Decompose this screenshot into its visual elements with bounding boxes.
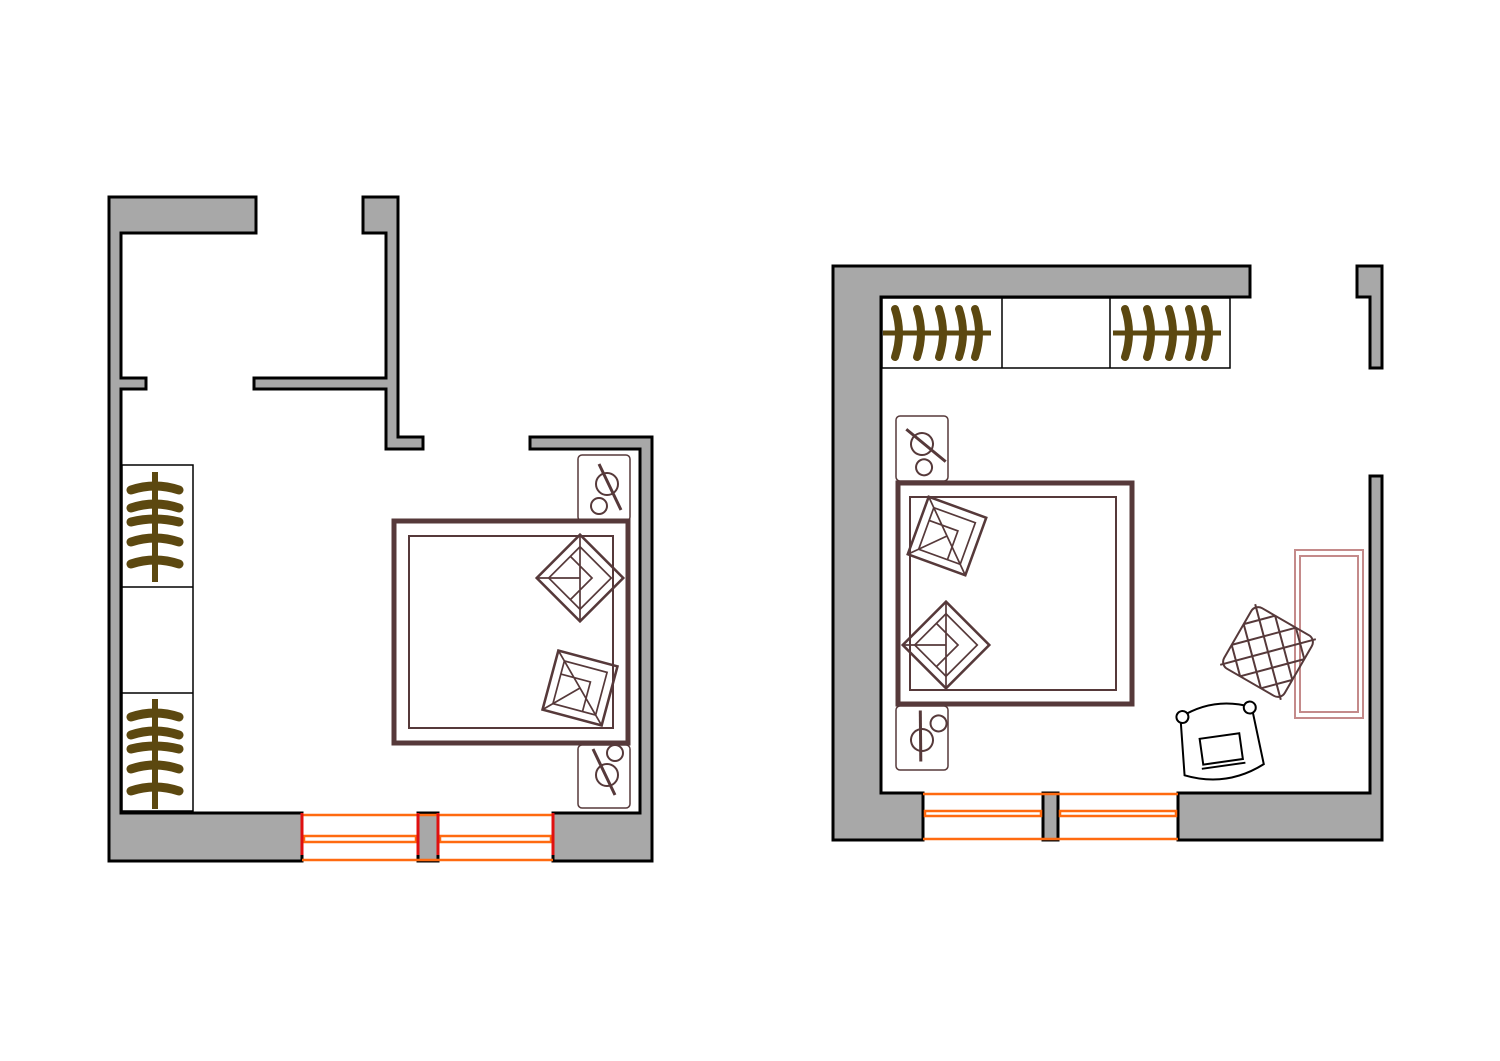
window-pillar — [416, 811, 440, 863]
wall-stub — [1355, 264, 1384, 370]
bed-b — [895, 480, 1135, 707]
wall-left-top — [831, 264, 1252, 842]
wall-right-bottom — [528, 435, 654, 863]
nightstand-a — [577, 454, 631, 809]
bed-a — [391, 518, 631, 746]
rug — [1294, 549, 1364, 719]
window-a — [300, 813, 555, 862]
partition-wall — [252, 195, 425, 451]
window-b — [923, 792, 1178, 841]
nightstand-b — [895, 415, 951, 771]
window-pillar — [1041, 791, 1060, 842]
wall-right-bottom — [1176, 474, 1384, 842]
armchair — [1175, 700, 1265, 781]
pouf — [1219, 603, 1317, 701]
